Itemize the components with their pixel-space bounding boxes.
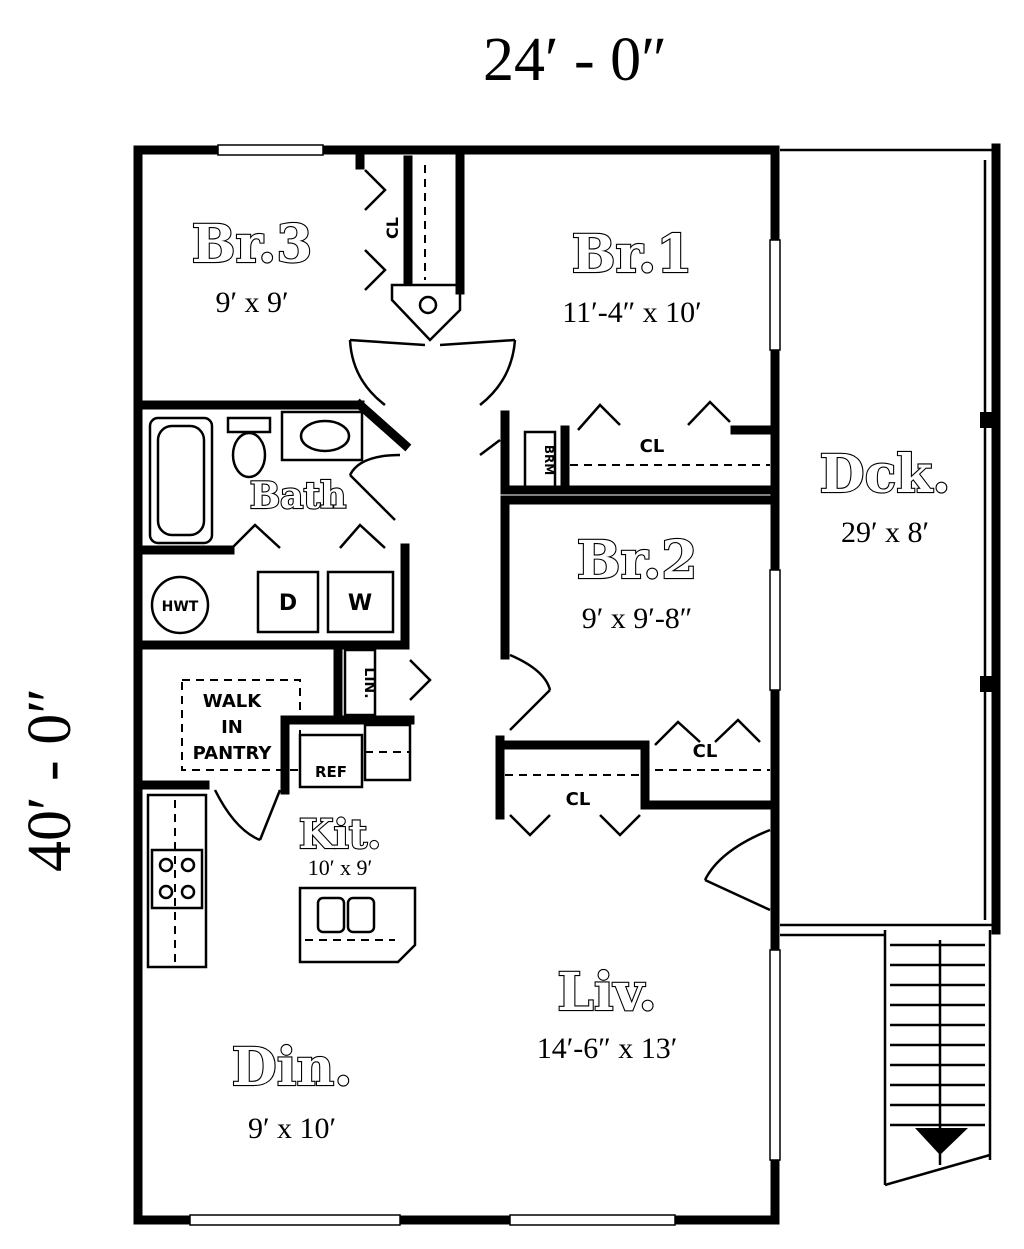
room-size-liv: 14′-6″ x 13′ — [537, 1032, 678, 1065]
closet-shelves — [424, 165, 770, 776]
door-swings — [213, 338, 771, 912]
sink-basin-right — [346, 896, 376, 934]
dryer-label: D — [279, 591, 297, 616]
dryer — [256, 570, 320, 634]
down-arrow-icon — [915, 1128, 968, 1155]
room-size-br2: 9′ x 9′-8″ — [582, 602, 693, 635]
broom-closet — [523, 430, 557, 489]
interior-walls — [133, 145, 780, 820]
kitchen-counters — [146, 793, 208, 969]
chase — [390, 283, 462, 342]
sink — [299, 419, 351, 453]
room-size-kit: 10′ x 9′ — [308, 855, 373, 880]
closet-label-br1: CL — [640, 436, 665, 457]
room-name-din: Din. — [232, 1037, 353, 1098]
toilet-bowl — [231, 431, 267, 479]
vent-icon — [418, 295, 438, 315]
closet-label-br2: CL — [693, 741, 718, 762]
linen-label: LIN. — [361, 667, 377, 698]
washer-label: W — [348, 591, 372, 616]
linen-closet — [343, 648, 377, 717]
pantry-line-2: IN — [221, 717, 243, 738]
room-name-dck: Dck. — [820, 444, 951, 505]
width-dimension: 24′ - 0″ — [483, 26, 667, 94]
room-size-dck: 29′ x 8′ — [841, 516, 929, 549]
depth-dimension: 40′ - 0″ — [16, 688, 84, 872]
closet-label-hall: CL — [566, 789, 591, 810]
laundry: HWT D W — [150, 570, 395, 635]
room-name-br2: Br.2 — [577, 530, 698, 591]
bath-fixtures — [148, 410, 364, 545]
ref-label: REF — [315, 763, 347, 781]
room-name-liv: Liv. — [557, 962, 656, 1023]
hwt-label: HWT — [162, 599, 199, 615]
pantry-line-1: WALK — [203, 691, 262, 712]
room-size-din: 9′ x 10′ — [248, 1112, 336, 1145]
refrigerator — [298, 733, 364, 789]
closet-label-br3: CL — [383, 217, 402, 239]
room-name-bath: Bath — [250, 475, 347, 517]
deck — [780, 143, 1001, 937]
room-name-kit: Kit. — [299, 811, 381, 858]
toilet-tank — [226, 416, 272, 434]
kitchen-island — [298, 886, 417, 964]
stairs — [883, 930, 992, 1187]
water-heater — [150, 575, 210, 635]
vanity — [280, 410, 364, 462]
sink-basin-left — [316, 896, 346, 934]
pantry-shelving — [181, 679, 301, 771]
windows — [189, 144, 781, 1226]
bathtub — [148, 416, 214, 545]
room-name-br3: Br.3 — [192, 214, 313, 275]
pantry-line-3: PANTRY — [193, 743, 273, 764]
closet-doors — [229, 169, 761, 837]
room-name-br1: Br.1 — [572, 224, 693, 285]
brm-label: BRM — [542, 445, 556, 475]
washer — [326, 570, 395, 634]
room-size-br1: 11′-4″ x 10′ — [562, 296, 702, 329]
room-size-br3: 9′ x 9′ — [215, 286, 288, 319]
range — [150, 848, 204, 910]
